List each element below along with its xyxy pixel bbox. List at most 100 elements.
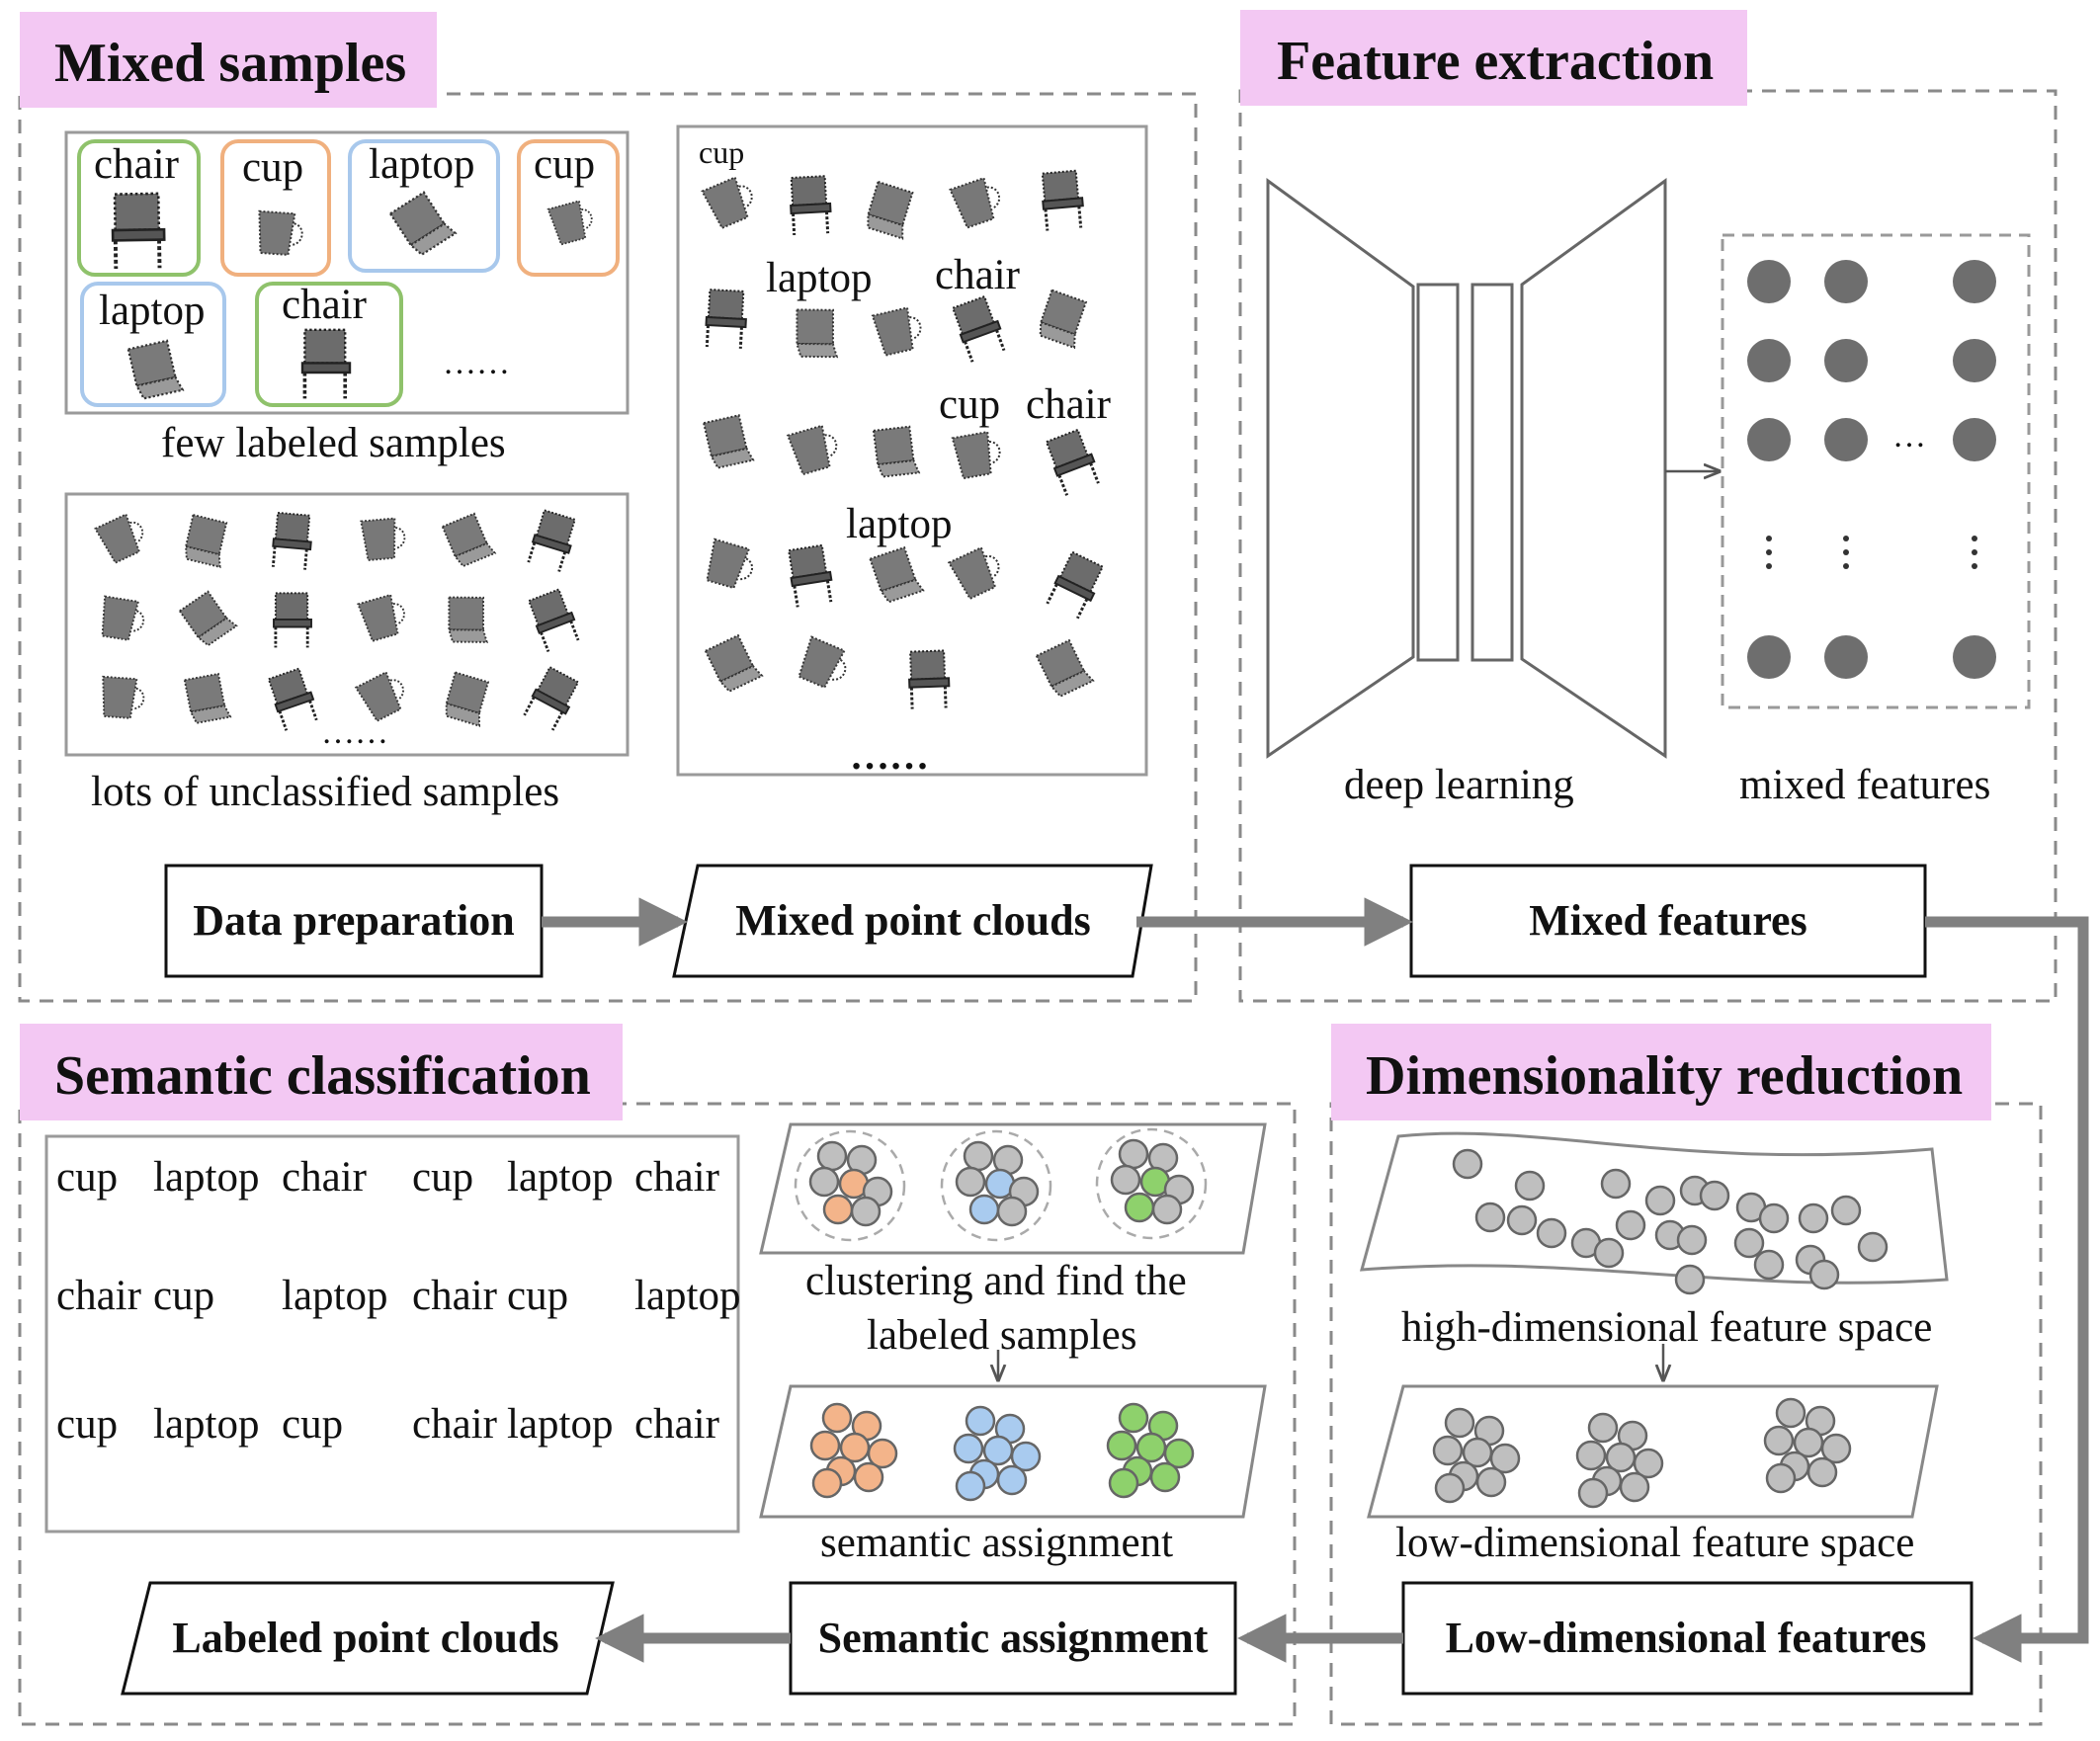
semantic-grid-label: cup (153, 1273, 214, 1319)
feature-dot (1824, 339, 1868, 382)
feature-dot (1953, 339, 1996, 382)
pool-label-chair-2: chair (1026, 381, 1111, 428)
vertical-ellipsis-dot (1766, 536, 1772, 541)
semantic-grid-label: chair (56, 1273, 141, 1319)
high-dim-dot (1516, 1172, 1544, 1200)
encoder-shape (1268, 181, 1413, 756)
decoder-shape (1522, 181, 1665, 756)
semantic-grid-label: laptop (282, 1273, 387, 1319)
semantic-grid-label: laptop (507, 1154, 613, 1201)
high-dim-dot (1617, 1211, 1644, 1239)
semantic-classification-title: Semantic classification (54, 1045, 591, 1107)
semantic-assignment-caption: semantic assignment (820, 1520, 1173, 1566)
pool-label-laptop-2: laptop (846, 501, 952, 547)
semantic-grid-label: chair (634, 1401, 719, 1448)
feature-dot (1747, 339, 1791, 382)
labeled-label-chair: chair (94, 141, 179, 188)
clustering-dot (810, 1168, 838, 1196)
assigned-orange-dot (823, 1404, 851, 1432)
assigned-green-dot (1151, 1463, 1179, 1491)
high-dim-dot (1538, 1219, 1565, 1247)
labeled-ellipsis: …… (443, 345, 510, 381)
low-dim-dot (1589, 1414, 1617, 1442)
labeled-label-laptop: laptop (369, 141, 474, 188)
feature-dot (1747, 260, 1791, 303)
pool-label-chair: chair (935, 252, 1020, 298)
vertical-ellipsis-dot (1843, 536, 1849, 541)
dimensionality-reduction-title: Dimensionality reduction (1366, 1045, 1963, 1107)
vertical-ellipsis-dot (1972, 549, 1977, 555)
feature-dots (1747, 260, 1996, 679)
pool-label-cup: cup (699, 134, 744, 170)
clustering-dot (1120, 1140, 1147, 1168)
deep-learning-caption: deep learning (1344, 762, 1574, 808)
labeled-label-chair-2: chair (282, 282, 367, 328)
feature-dot (1953, 418, 1996, 461)
assigned-blue-dot (998, 1466, 1026, 1494)
clustering-dot (970, 1196, 998, 1223)
feature-dot (1747, 418, 1791, 461)
low-dim-dot (1436, 1474, 1464, 1502)
semantic-grid-label: cup (56, 1154, 118, 1201)
pool-ellipsis: …… (850, 733, 929, 778)
assigned-orange-dot (855, 1463, 882, 1491)
clustering-dot (818, 1142, 846, 1170)
high-dim-dot (1508, 1206, 1536, 1234)
clustering-dot (1112, 1166, 1139, 1194)
mixed-features-caption: mixed features (1739, 762, 1990, 808)
clustering-dot (1153, 1196, 1181, 1223)
pool-label-laptop: laptop (766, 255, 872, 301)
labeled-point-clouds-label: Labeled point clouds (172, 1614, 558, 1662)
labeled-label-cup: cup (242, 144, 303, 191)
clustering-dot (965, 1142, 992, 1170)
low-dim-dot (1621, 1473, 1648, 1501)
data-preparation-label: Data preparation (193, 896, 515, 945)
low-dim-dot (1446, 1409, 1473, 1437)
semantic-grid-label: chair (634, 1154, 719, 1201)
semantic-grid-label: cup (412, 1154, 473, 1201)
bottleneck-right (1472, 285, 1512, 660)
vertical-ellipsis-dot (1766, 549, 1772, 555)
few-labeled-caption: few labeled samples (161, 420, 506, 466)
assigned-green-dot (1110, 1469, 1137, 1497)
semantic-grid-label: chair (412, 1273, 497, 1319)
semantic-grid-label: laptop (153, 1154, 259, 1201)
low-dim-dot (1767, 1464, 1795, 1492)
clustering-dot (1126, 1194, 1153, 1221)
low-dim-dot (1777, 1399, 1805, 1427)
high-dim-dot (1755, 1251, 1783, 1279)
mixed-point-clouds-label: Mixed point clouds (735, 896, 1090, 945)
clustering-dot (957, 1168, 984, 1196)
feature-dot (1747, 635, 1791, 679)
high-dim-dot (1595, 1239, 1623, 1267)
high-dim-dot (1735, 1229, 1763, 1257)
labeled-label-cup-2: cup (534, 141, 595, 188)
vertical-ellipsis-dot (1972, 563, 1977, 569)
high-dim-dot (1454, 1150, 1481, 1178)
pool-label-cup-2: cup (939, 381, 1000, 428)
assigned-blue-dot (966, 1407, 994, 1435)
feature-dot (1824, 418, 1868, 461)
high-dim-dot (1832, 1197, 1860, 1224)
assigned-green-dot (1108, 1432, 1135, 1459)
semantic-grid-label: cup (507, 1273, 568, 1319)
clustering-dot (998, 1198, 1026, 1225)
low-dimensional-features-label: Low-dimensional features (1446, 1614, 1927, 1662)
high-dim-dot (1646, 1187, 1674, 1214)
high-dim-dot (1810, 1261, 1838, 1288)
assigned-blue-dot (955, 1435, 982, 1462)
semantic-grid-label: laptop (153, 1401, 259, 1448)
feature-dot (1953, 635, 1996, 679)
low-dim-dot (1434, 1437, 1462, 1464)
vertical-ellipsis-dot (1843, 549, 1849, 555)
high-dim-caption: high-dimensional feature space (1401, 1304, 1932, 1351)
mixed-samples-title: Mixed samples (54, 33, 406, 94)
clustering-dot (824, 1196, 852, 1223)
low-dim-caption: low-dimensional feature space (1395, 1520, 1914, 1566)
feature-dots-ellipsis-h: … (1892, 418, 1926, 455)
semantic-grid-label: chair (412, 1401, 497, 1448)
clustering-caption-1: clustering and find the (805, 1258, 1187, 1304)
high-dim-dot (1676, 1266, 1704, 1293)
semantic-grid-label: laptop (507, 1401, 613, 1448)
